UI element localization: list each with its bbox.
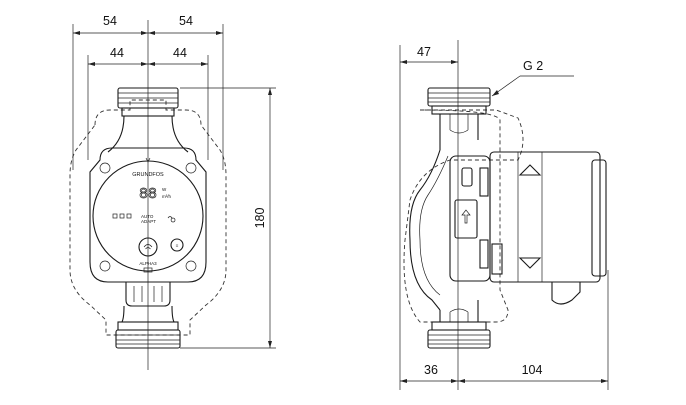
dim-label-right-outer: 54 — [179, 14, 193, 28]
control-box — [89, 147, 207, 283]
mode-button[interactable] — [138, 237, 158, 257]
side-dashed-envelope — [403, 109, 524, 323]
front-bottom-connection — [115, 282, 181, 349]
arrowhead — [141, 62, 148, 66]
arrowhead — [451, 379, 458, 383]
side-volute-inner — [419, 155, 449, 296]
model-label: ALPHA3 — [139, 261, 157, 266]
dim-label-left-inner: 44 — [110, 46, 124, 60]
arrowhead — [73, 31, 80, 35]
indicator-3-icon — [126, 213, 132, 219]
arrowhead — [201, 62, 208, 66]
side-volute — [409, 149, 441, 311]
side-cable-box — [551, 282, 581, 305]
arrowhead — [400, 379, 407, 383]
front-neck-left-top — [107, 115, 125, 153]
dim-label-right-inner: 44 — [173, 46, 187, 60]
front-dashed-envelope — [69, 99, 227, 336]
wifi-icon — [167, 216, 176, 223]
side-view: 47 36 104 G 2 — [399, 40, 609, 390]
indicator-2-icon — [119, 213, 125, 219]
brand-label: GRUNDFOS — [132, 172, 164, 178]
mode-label-line1: AUTO — [141, 214, 154, 219]
arrowhead — [400, 60, 407, 64]
arrowhead — [458, 379, 465, 383]
front-view: GRUNDFOS 88 W m³/h AUTO ADAPT ≡ ALPHA3 — [69, 14, 276, 370]
grundfos-logo-icon — [145, 157, 151, 163]
side-bottom-connection — [427, 300, 491, 349]
arrowhead — [492, 90, 499, 96]
control-panel: GRUNDFOS 88 W m³/h AUTO ADAPT ≡ ALPHA3 — [112, 157, 184, 273]
thread-label: G 2 — [523, 59, 543, 73]
display-digits: 88 — [139, 186, 157, 203]
side-motor-housing — [449, 151, 607, 305]
unit-power-label: W — [162, 187, 167, 192]
unit-flow-label: m³/h — [162, 194, 171, 199]
setting-button-icon: ≡ — [176, 243, 179, 248]
front-neck-right-top — [171, 115, 189, 153]
arrowhead — [601, 379, 608, 383]
dim-label-height: 180 — [253, 208, 267, 229]
arrowhead — [268, 88, 272, 95]
setting-button[interactable] — [170, 238, 184, 252]
up-arrow-icon — [461, 209, 471, 224]
wireless-icon — [143, 244, 153, 250]
indicator-1-icon — [112, 213, 118, 219]
arrowhead — [148, 31, 155, 35]
dim-label-side-top: 47 — [417, 45, 431, 59]
arrowhead — [141, 31, 148, 35]
front-top-connection — [117, 87, 179, 117]
arrowhead — [88, 62, 95, 66]
side-top-connection — [427, 87, 491, 150]
arrowhead — [148, 62, 155, 66]
model-plate-icon — [143, 267, 153, 273]
dim-label-side-depth: 104 — [522, 363, 543, 377]
mode-label-line2: ADAPT — [141, 219, 156, 224]
dim-label-side-left: 36 — [424, 363, 438, 377]
dim-label-left-outer: 54 — [103, 14, 117, 28]
arrowhead — [451, 60, 458, 64]
arrowhead — [268, 341, 272, 348]
arrowhead — [216, 31, 223, 35]
